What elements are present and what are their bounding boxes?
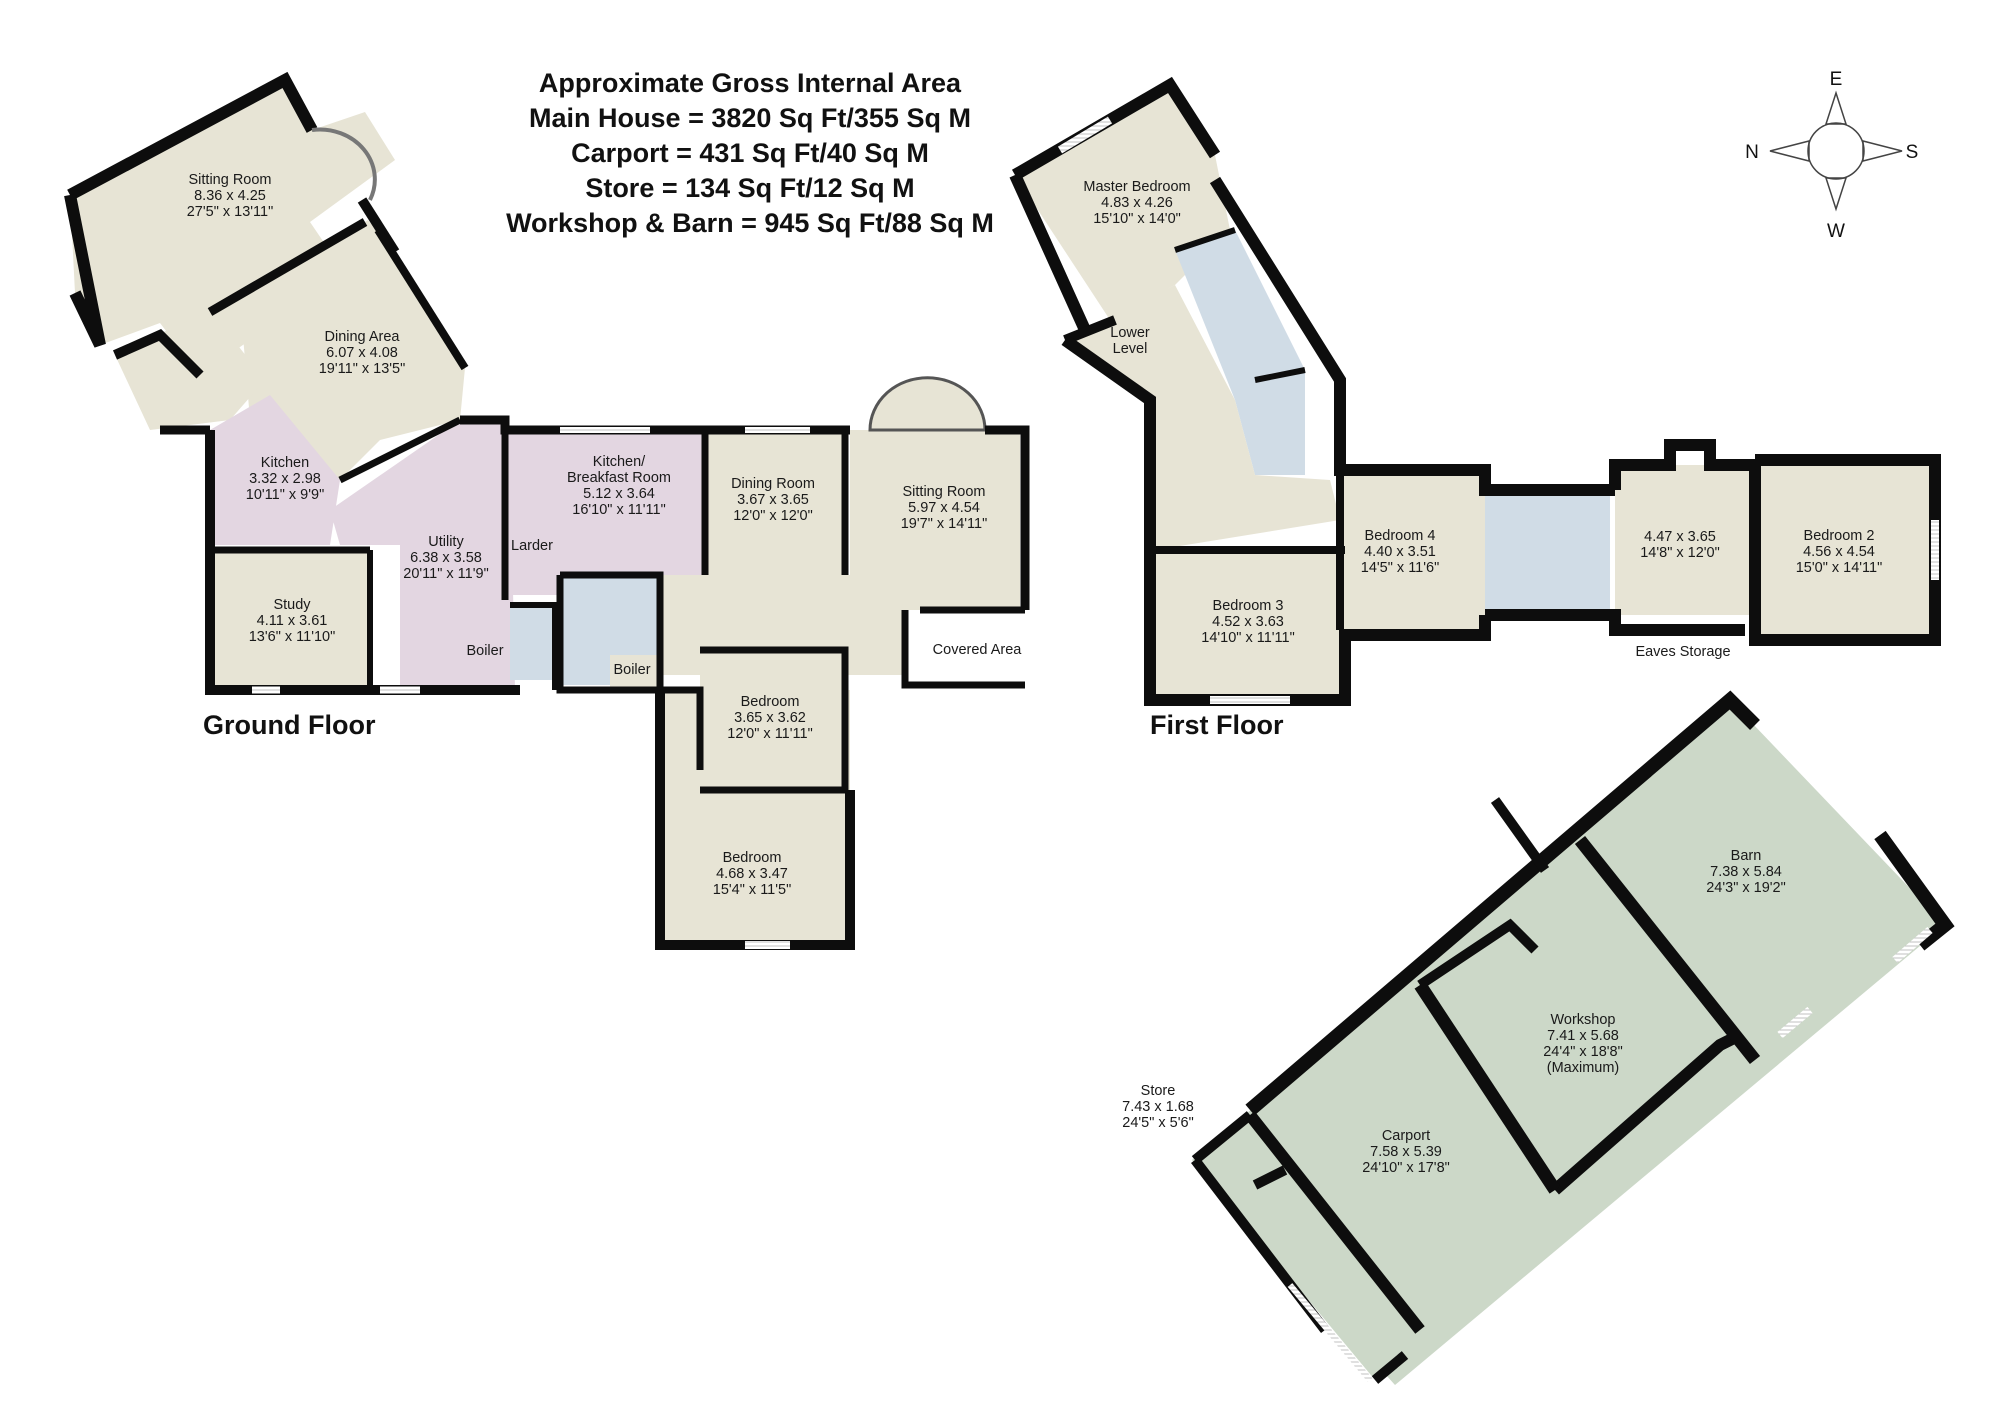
area-carport: Carport = 431 Sq Ft/40 Sq M <box>571 138 929 168</box>
boiler-label-2: Boiler <box>613 662 651 678</box>
room-landing-lower <box>1065 285 1340 550</box>
boiler-label-1: Boiler <box>466 643 504 659</box>
room-ensuite <box>1175 230 1305 475</box>
room-boiler <box>610 655 660 690</box>
room-bedroom-3 <box>1150 550 1345 700</box>
first-floor-plan <box>1009 76 1941 706</box>
outbuilding-walls <box>1191 690 1955 1384</box>
bay-window <box>868 376 987 432</box>
compass-north-label: N <box>1745 142 1759 163</box>
eaves-storage-label: Eaves Storage <box>1635 644 1731 660</box>
area-main-house: Main House = 3820 Sq Ft/355 Sq M <box>529 103 971 133</box>
covered-area-label: Covered Area <box>932 642 1022 658</box>
compass-east-label: E <box>1829 69 1843 90</box>
outbuildings-plan <box>1191 690 1955 1385</box>
room-dining-room <box>705 430 845 575</box>
ground-floor-walls <box>64 71 1030 950</box>
ground-floor-label: Ground Floor <box>203 710 376 740</box>
area-workshop-barn: Workshop & Barn = 945 Sq Ft/88 Sq M <box>506 208 994 238</box>
room-family-bathroom <box>1485 490 1610 615</box>
first-floor-label: First Floor <box>1150 710 1284 740</box>
gross-internal-area-summary: Approximate Gross Internal Area Main Hou… <box>440 66 1060 241</box>
room-landing-upper <box>1615 465 1765 615</box>
first-floor-walls <box>1009 76 1941 706</box>
area-store: Store = 134 Sq Ft/12 Sq M <box>585 173 915 203</box>
room-utility <box>330 420 515 690</box>
compass-south-label: S <box>1905 142 1919 163</box>
room-bedroom-2 <box>1755 460 1935 640</box>
store-shell <box>1192 1115 1420 1380</box>
room-master-bedroom <box>1015 85 1230 320</box>
larder-label: Larder <box>511 538 553 554</box>
compass-west-label: W <box>1827 221 1845 242</box>
ground-floor-plan <box>64 71 1030 950</box>
room-kitchen <box>210 395 340 545</box>
room-study <box>210 550 370 690</box>
area-title: Approximate Gross Internal Area <box>538 68 962 98</box>
room-bedroom-4 <box>1340 470 1485 635</box>
outbuilding-shell <box>1192 700 1945 1385</box>
room-cloakroom <box>510 605 555 680</box>
covered-area <box>905 610 1025 685</box>
compass-rose-icon <box>1769 90 1903 212</box>
room-larder <box>505 520 555 570</box>
